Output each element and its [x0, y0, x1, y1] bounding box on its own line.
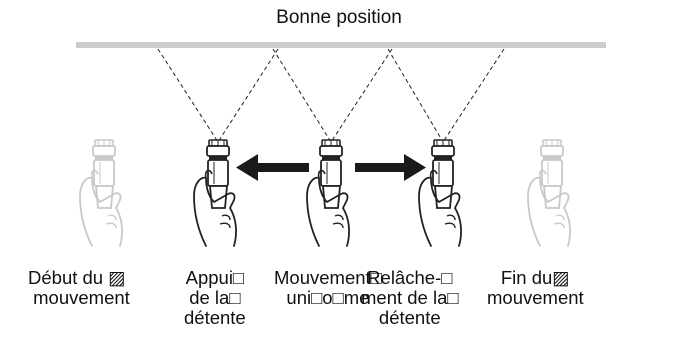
label-start: Début du ▨ mouvement — [28, 267, 130, 308]
spray-gun-in-hand-icon — [527, 139, 571, 247]
arrow-right-icon — [355, 154, 426, 181]
spray-gun-in-hand-icon — [193, 139, 237, 247]
spray-cone-lines — [157, 48, 505, 143]
target-surface — [76, 42, 606, 48]
spray-gun-in-hand-icon — [418, 139, 462, 247]
diagram-title: Bonne position — [276, 7, 402, 28]
label-uniform-motion: Mouvement□ uni□o□me — [274, 267, 382, 308]
spray-gun-in-hand-icon — [306, 139, 350, 247]
label-end: Fin du▨ mouvement — [487, 267, 584, 308]
spray-gun-in-hand-icon — [79, 139, 123, 247]
label-trigger-press: Appui□ de la□ détente — [184, 267, 246, 328]
arrow-left-icon — [236, 154, 309, 181]
label-trigger-release: Relâche-□ ment de la□ détente — [361, 267, 459, 328]
